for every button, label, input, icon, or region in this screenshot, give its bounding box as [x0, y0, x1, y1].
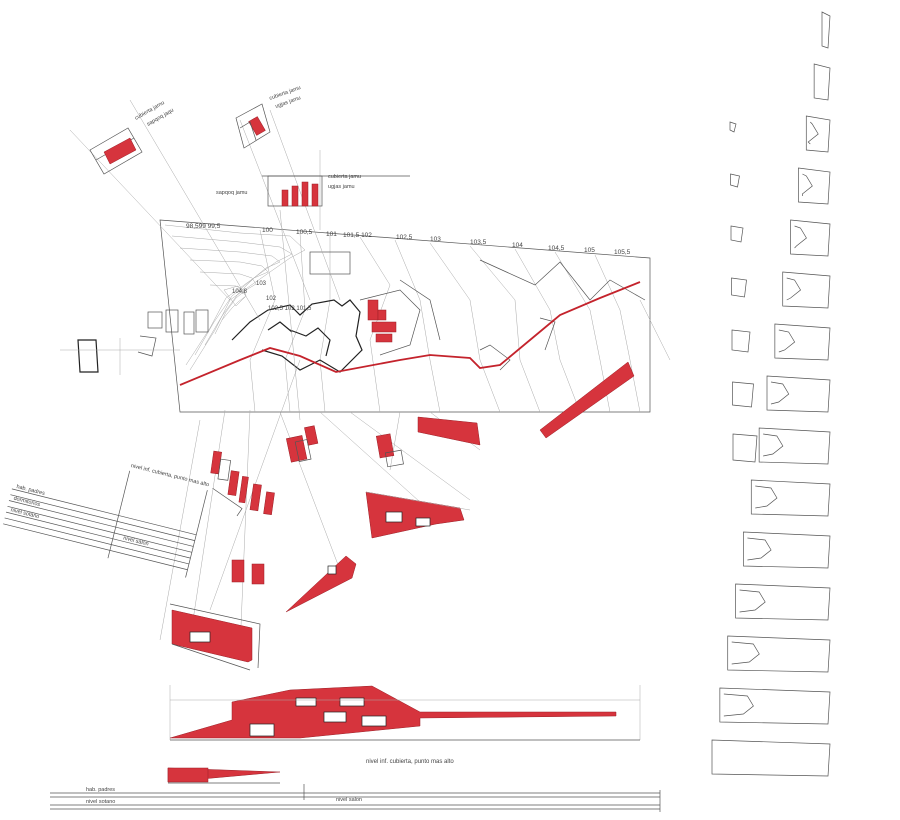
slice-inner-outline [786, 277, 801, 301]
level-label: hab. padres [86, 787, 115, 793]
exploded-pieces [169, 361, 635, 671]
plan-labels: 98,599 99,5 100 100,5 101 101,5 102 102,… [186, 223, 631, 312]
slice-outline [750, 479, 831, 517]
site-plan [60, 219, 651, 413]
spot-label: 103 [256, 281, 267, 287]
contour-label: 103,5 [470, 239, 487, 246]
slice-small-outline [731, 277, 747, 298]
level-label: nivel sotano [86, 799, 115, 805]
contour-label: 101 [326, 231, 337, 238]
projection-lines [69, 99, 671, 651]
slice-outline [821, 11, 831, 49]
level-label: nivel salon [336, 797, 362, 803]
spot-label: 104,8 [232, 289, 248, 295]
level-label: nivel salon [122, 535, 149, 547]
slice-small-outline [732, 381, 754, 408]
slice-outline [727, 635, 831, 673]
level-label: nivel sotano [10, 507, 40, 520]
slice-column [711, 11, 831, 777]
slice-inner-outline [763, 433, 784, 457]
slice-inner-outline [770, 381, 790, 405]
section-label: nivel inf. cubierta, punto mas alto [366, 759, 454, 765]
slice-outline [805, 115, 831, 153]
slice-inner-outline [723, 693, 754, 717]
bottom-long-section: nivel inf. cubierta, punto mas alto hab.… [50, 685, 661, 812]
section-top-mid: cubierta jamu ugjas jamu [235, 85, 302, 149]
section-label: ugjas jamu [328, 184, 355, 190]
slice-inner-outline [794, 225, 807, 249]
spot-label: 102,5 102 101,5 [268, 306, 312, 312]
slice-outline [743, 531, 831, 569]
contour-label: 102,5 [396, 234, 413, 241]
slice-outline [758, 427, 831, 465]
slice-outline [798, 167, 831, 205]
spot-label: 102 [266, 296, 277, 302]
slice-outline [719, 687, 831, 725]
slice-inner-outline [778, 329, 796, 353]
slice-small-outline [729, 121, 737, 133]
slice-outline [711, 739, 831, 777]
contour-label: 101,5 102 [343, 232, 372, 239]
contour-label: 103 [430, 236, 441, 243]
slice-small-outline [730, 225, 744, 243]
slice-inner-outline [731, 641, 760, 665]
left-level-section: nivel inf. cubierta, punto mas alto hab.… [3, 463, 210, 578]
contour-label: 100 [262, 227, 273, 234]
slice-outline [766, 375, 831, 413]
slice-outline [790, 219, 831, 257]
slice-inner-outline [747, 537, 772, 561]
section-label: sapqoq jamu [216, 190, 248, 196]
section-top-center: cubierta jamu ugjas jamu sapqoq jamu [216, 174, 410, 207]
slice-outline [735, 583, 831, 621]
slice-inner-outline [807, 121, 819, 145]
slice-small-outline [730, 173, 740, 188]
level-label: hab. padres [16, 484, 46, 497]
contour-label: 105,5 [614, 249, 631, 256]
slice-small-outline [732, 433, 758, 463]
slice-outline [782, 271, 831, 309]
slice-outline [774, 323, 831, 361]
level-label: dormitorios [13, 496, 41, 508]
slice-inner-outline [739, 589, 766, 613]
slice-outline [813, 63, 831, 101]
contour-label: 104,5 [548, 245, 565, 252]
section-top-left: cubierta jamu sapqoq jaqu [89, 100, 175, 175]
slice-inner-outline [755, 485, 778, 509]
plan-red-block [367, 299, 397, 343]
level-label: nivel inf. cubierta, punto mas alto [130, 463, 209, 488]
contour-label: 104 [512, 242, 523, 249]
contour-label: 105 [584, 247, 595, 254]
section-label: cubierta jamu [328, 174, 361, 180]
slice-inner-outline [801, 173, 813, 197]
slice-small-outline [731, 329, 751, 353]
section-cut-line [179, 281, 641, 386]
contour-label: 100,5 [296, 229, 313, 236]
contour-label: 98,599 99,5 [186, 223, 221, 230]
